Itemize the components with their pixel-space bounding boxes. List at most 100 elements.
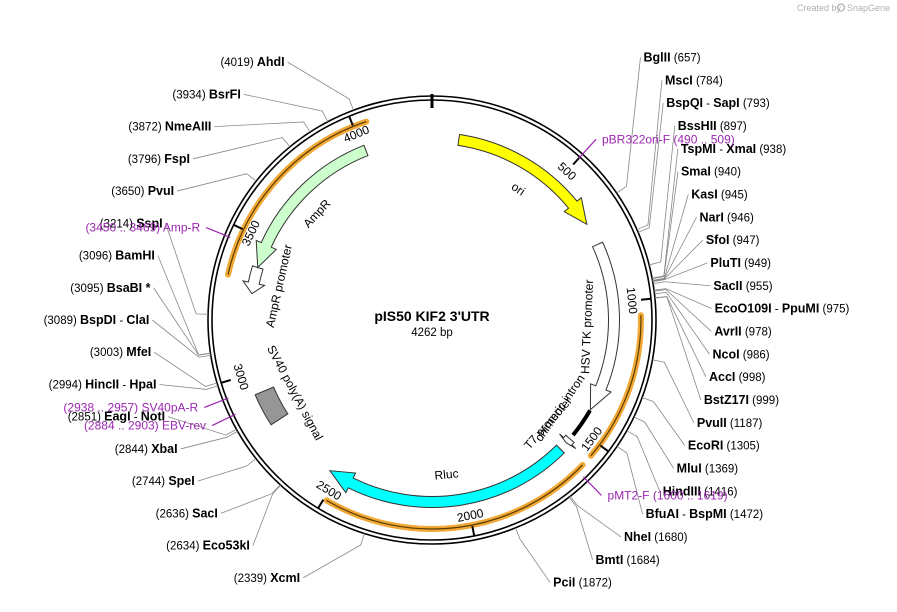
enzyme-leader-line	[626, 430, 661, 492]
primer-leader-line	[583, 476, 602, 496]
orange-arc-core-1	[326, 464, 584, 530]
enzyme-leader-line	[167, 416, 237, 436]
primer-label-pmt2-f: pMT2-F (1600 .. 1619)	[608, 488, 728, 502]
feature-label-ori: ori	[509, 179, 528, 198]
tick-mark-4000	[348, 115, 354, 126]
enzyme-leader-line	[302, 533, 365, 579]
enzyme-label-hindiii: HindIII (1416)	[663, 484, 738, 498]
enzyme-leader-line	[653, 288, 712, 309]
orange-arc-core-2	[227, 121, 367, 275]
enzyme-label-saci: (2636) SacI	[156, 506, 218, 520]
enzyme-leader-line	[616, 446, 643, 515]
feature-ori	[457, 133, 588, 226]
tick-label-4000: 4000	[341, 122, 371, 145]
enzyme-label-bspdi: (3089) BspDI - ClaI	[44, 313, 150, 327]
enzyme-label-pluti: PluTI (949)	[710, 256, 771, 270]
feature-rluc	[328, 444, 565, 508]
enzyme-label-ecoo109i: EcoO109I - PpuMI (975)	[715, 302, 850, 316]
enzyme-leader-line	[652, 239, 704, 282]
enzyme-label-mlui: MluI (1369)	[677, 461, 739, 475]
enzyme-leader-line	[243, 93, 329, 122]
enzyme-label-nmeaiii: (3872) NmeAIII	[128, 120, 211, 134]
enzyme-label-fspi: (3796) FspI	[128, 152, 190, 166]
enzyme-leader-line	[633, 416, 675, 469]
enzyme-label-bfuai: BfuAI - BspMI (1472)	[646, 507, 764, 521]
enzyme-label-sacii: SacII (955)	[713, 279, 772, 293]
tick-label-2000: 2000	[456, 506, 485, 525]
enzyme-leader-line	[165, 223, 209, 315]
enzyme-label-kasi: KasI (945)	[691, 187, 748, 201]
plasmid-length: 4262 bp	[411, 327, 453, 339]
credit-prefix: Created by	[797, 3, 842, 13]
primer-leader-line	[205, 227, 231, 238]
enzyme-label-sfoi: SfoI (947)	[706, 233, 760, 247]
enzyme-label-smai: SmaI (940)	[681, 165, 741, 179]
enzyme-label-mfei: (3003) MfeI	[90, 345, 151, 359]
enzyme-label-pvui: (3650) PvuI	[111, 184, 174, 198]
enzyme-label-hincii: (2994) HincII - HpaI	[49, 377, 157, 391]
enzyme-leader-line	[654, 289, 712, 332]
primer-leader-line	[203, 397, 229, 408]
enzyme-leader-line	[157, 255, 211, 356]
feature-label-rluc: Rluc	[434, 466, 459, 482]
enzyme-label-msci: MscI (784)	[665, 73, 723, 87]
feature-sv40-poly-a-signal	[254, 386, 289, 426]
enzyme-leader-line	[214, 121, 311, 133]
enzyme-leader-line	[197, 458, 257, 482]
enzyme-leader-line	[152, 319, 211, 358]
enzyme-leader-line	[192, 137, 291, 160]
primer-label-ebv-rev: (2884 .. 2903) EBV-rev	[84, 419, 206, 433]
enzyme-label-ecori: EcoRI (1305)	[688, 439, 760, 453]
enzyme-label-bglii: BglII (657)	[643, 50, 700, 64]
enzyme-leader-line	[649, 125, 676, 266]
primer-label-sv40pa-r: (2938 .. 2957) SV40pA-R	[63, 400, 198, 414]
enzyme-leader-line	[515, 527, 551, 583]
feature-ampr	[255, 144, 369, 269]
primer-label-amp-r: (3450 .. 3469) Amp-R	[85, 221, 200, 235]
tick-label-1000: 1000	[624, 287, 641, 315]
enzyme-label-pvuii: PvuII (1187)	[697, 416, 763, 430]
credit-brand: SnapGene	[847, 3, 890, 13]
enzyme-layer: BglII (657) MscI (784) BspQI - SapI (793) B…	[44, 50, 850, 589]
enzyme-label-bsshii: BssHII (897)	[678, 119, 747, 133]
enzyme-label-nhei: NheI (1680)	[624, 530, 688, 544]
enzyme-leader-line	[220, 484, 281, 514]
tick-mark-2000	[471, 525, 476, 537]
enzyme-leader-line	[180, 430, 238, 450]
primer-label-pbr322ori-f: pBR322ori-F (490 .. 509)	[602, 132, 735, 146]
primer-layer: pBR322ori-F (490 .. 509) pMT2-F (1600 .. …	[63, 132, 734, 502]
enzyme-leader-line	[177, 173, 257, 192]
enzyme-label-ncoi: NcoI (986)	[712, 347, 769, 361]
enzyme-leader-line	[652, 281, 711, 287]
enzyme-leader-line	[287, 61, 354, 111]
backbone-ring	[207, 94, 657, 545]
orange-arc-core-0	[590, 315, 642, 457]
enzyme-leader-line	[153, 287, 211, 356]
tick-mark-3500	[233, 223, 244, 231]
tick-mark-2500	[317, 499, 325, 509]
enzyme-label-pcii: PciI (1872)	[553, 576, 612, 590]
enzyme-label-acci: AccI (998)	[709, 370, 766, 384]
enzyme-leader-line	[568, 496, 593, 560]
enzyme-label-tspmi: TspMI - XmaI (938)	[681, 142, 787, 156]
enzyme-label-eco53ki: (2634) Eco53kI	[166, 539, 250, 553]
tick-mark-1000	[640, 297, 652, 301]
feature-ampr-promoter	[241, 265, 266, 295]
feature-label-hsv-tk-promoter: HSV TK promoter	[578, 279, 596, 374]
enzyme-leader-line	[654, 296, 702, 401]
enzyme-label-sspi: (3214) SspI	[100, 216, 163, 230]
enzyme-leader-line	[652, 262, 708, 283]
enzyme-leader-line	[652, 359, 695, 423]
enzyme-label-xbai: (2844) XbaI	[115, 442, 178, 456]
tick-mark-1500	[599, 444, 609, 453]
plasmid-name: pIS50 KIF2 3'UTR	[374, 308, 489, 324]
enzyme-leader-line	[252, 484, 281, 546]
enzyme-label-ahdi: (4019) AhdI	[220, 55, 284, 69]
enzyme-label-bspqi: BspQI - SapI (793)	[666, 96, 770, 110]
enzyme-label-bamhi: (3096) BamHI	[79, 249, 155, 263]
snapgene-logo-icon	[836, 3, 846, 12]
tick-label-3000: 3000	[231, 362, 252, 392]
enzyme-label-eagi: (2851) EagI - NotI	[68, 410, 165, 424]
enzyme-label-spei: (2744) SpeI	[132, 474, 195, 488]
